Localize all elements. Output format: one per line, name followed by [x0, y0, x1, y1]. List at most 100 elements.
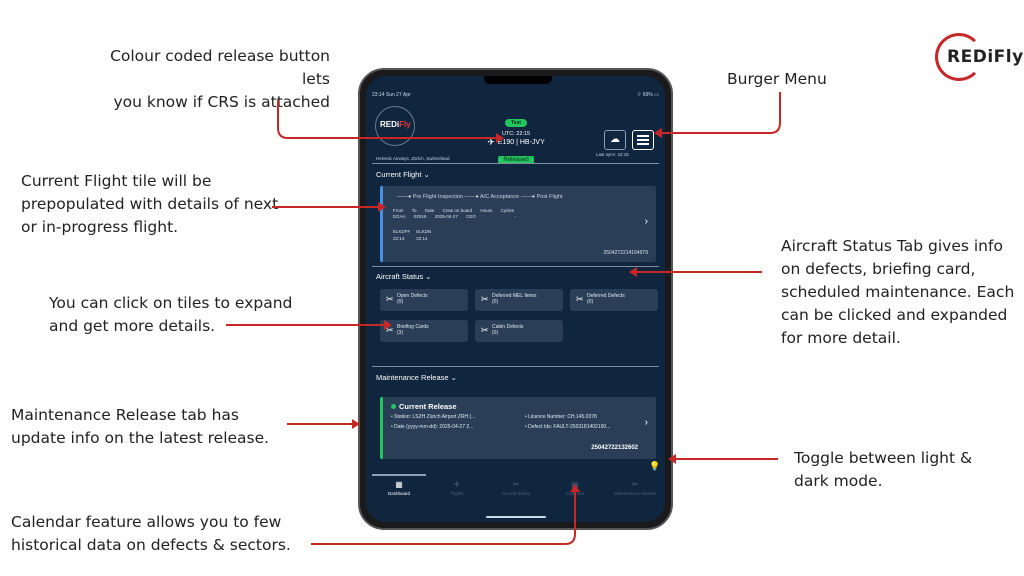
tab-label: Flights	[450, 491, 464, 496]
logo-text: REDiFly	[947, 47, 1024, 67]
tile-label: Briefing Cards	[397, 324, 429, 330]
release-date: • Date (yyyy-mm-dd): 2025-04-27 2...	[391, 424, 474, 430]
release-defect-ids: • Defect Ids: FAULT-2503181402190...	[525, 424, 611, 430]
release-title-text: Current Release	[399, 402, 457, 411]
aircraft-row: ✈ E190 | HB-JVY	[486, 137, 546, 148]
tile-cabin-defects[interactable]: ✂ Cabin Defects(0)	[475, 320, 563, 342]
tab-calendar[interactable]: ▤ Calendar	[545, 480, 605, 496]
flight-time: 22:14	[393, 236, 405, 241]
chevron-right-icon[interactable]: ›	[644, 216, 648, 227]
callout-burger-menu: Burger Menu	[727, 70, 827, 88]
tile-deferred-defects[interactable]: ✂ Deferred Defects(0)	[570, 289, 658, 311]
release-id: 25042722132602	[591, 445, 638, 451]
maintenance-release-toggle[interactable]: Maintenance Release ⌄	[376, 373, 457, 382]
callout-maintenance-release: Maintenance Release tab has update info …	[11, 404, 269, 450]
tab-flights[interactable]: ✈ Flights	[427, 480, 487, 496]
tab-label: Calendar	[565, 491, 585, 496]
flight-id: 2504272214164979	[603, 250, 649, 256]
callout-current-flight: Current Flight tile will be prepopulated…	[21, 170, 278, 239]
tools-icon: ✂	[386, 294, 394, 304]
aircraft-status-toggle[interactable]: Aircraft Status ⌄	[376, 272, 432, 281]
tile-label-group: Cabin Defects(0)	[492, 324, 523, 336]
callout-line: dark mode.	[794, 472, 883, 490]
burger-menu-button[interactable]	[632, 130, 654, 150]
tab-label: Aircraft Status	[501, 491, 531, 496]
tile-count: (0)	[492, 330, 499, 336]
value-from: EGAA	[393, 214, 406, 219]
tile-count: (0)	[587, 299, 594, 305]
tile-count: (0)	[492, 299, 499, 305]
callout-line: Toggle between light &	[794, 449, 973, 467]
callout-line: You can click on tiles to expand	[49, 294, 293, 312]
current-flight-toggle[interactable]: Current Flight ⌄	[376, 170, 430, 179]
camera-notch	[484, 76, 552, 84]
flight-phases: ——● Pre Flight Inspection ——● A/C Accept…	[397, 194, 563, 200]
tab-label: Maintenance release	[614, 491, 656, 496]
tab-label: Dashboard	[387, 491, 410, 496]
callout-aircraft-status: Aircraft Status Tab gives info on defect…	[781, 235, 1014, 350]
tile-label-group: Briefing Cards(3)	[397, 324, 429, 336]
flight-code: ELKDFF	[393, 229, 411, 234]
tab-maintenance-release[interactable]: ✂ Maintenance release	[605, 480, 665, 496]
flight-legs: ELKDFF ELKDN 22:14 22:14	[393, 228, 438, 242]
callout-release-button: Colour coded release button lets you kno…	[82, 45, 330, 114]
home-indicator	[486, 516, 546, 518]
tab-aircraft-status[interactable]: ✂ Aircraft Status	[486, 480, 546, 496]
current-release-tile[interactable]: Current Release • Station: LSZH Zürich A…	[380, 397, 656, 459]
logo-ring	[935, 33, 983, 81]
tools-icon: ✂	[386, 325, 394, 335]
tools-icon: ✂	[481, 325, 489, 335]
dashboard-icon: ▦	[395, 480, 403, 489]
status-dot	[391, 404, 396, 409]
active-tab-indicator	[372, 474, 426, 476]
tablet-device: 23:14 Sun 27 Apr ⌔ 69% ▭ REDiFly Helveti…	[358, 68, 673, 530]
plane-icon: ✈	[487, 137, 495, 147]
divider	[372, 366, 659, 367]
callout-line: Colour coded release button lets	[110, 47, 330, 88]
callout-line: historical data on defects & sectors.	[11, 536, 291, 554]
release-status-button[interactable]: Released	[498, 156, 534, 164]
callout-line: and get more details.	[49, 317, 216, 335]
header-crew: Crew on board	[442, 208, 473, 213]
callout-line: update info on the latest release.	[11, 429, 270, 447]
callout-line: prepopulated with details of next	[21, 195, 279, 213]
divider	[372, 163, 659, 164]
app-logo-text: REDiFly	[380, 120, 411, 129]
callout-line: can be clicked and expanded	[781, 306, 1008, 324]
tile-open-defects[interactable]: ✂ Open Defects(0)	[380, 289, 468, 311]
callout-line: Aircraft Status Tab gives info	[781, 237, 1003, 255]
tile-label: Deferred Defects	[587, 293, 625, 299]
callout-line: you know if CRS is attached	[113, 93, 330, 111]
tile-deferred-mel-items[interactable]: ✂ Deferred MEL Items(0)	[475, 289, 563, 311]
chevron-right-icon[interactable]: ›	[644, 417, 648, 428]
tile-count: (3)	[397, 330, 404, 336]
header-to: To	[411, 208, 417, 213]
tab-dashboard[interactable]: ▦ Dashboard	[369, 480, 429, 496]
environment-badge: Test	[505, 119, 527, 127]
callout-line: on defects, briefing card,	[781, 260, 976, 278]
flight-headers: From To Date Crew on board Hours Cycles	[393, 207, 521, 214]
tools-icon: ✂	[512, 480, 520, 489]
aircraft-registration: E190 | HB-JVY	[497, 139, 545, 146]
callout-toggle-mode: Toggle between light & dark mode.	[794, 447, 972, 493]
app-screen: 23:14 Sun 27 Apr ⌔ 69% ▭ REDiFly Helveti…	[366, 76, 665, 522]
status-bar: 23:14 Sun 27 Apr ⌔ 69% ▭	[372, 92, 659, 100]
theme-toggle-icon[interactable]: 💡	[649, 461, 661, 471]
cloud-icon: ☁	[610, 134, 620, 145]
header-from: From	[393, 208, 404, 213]
header-cycles: Cycles	[500, 208, 515, 213]
status-time: 23:14 Sun 27 Apr	[372, 92, 411, 98]
callout-line: scheduled maintenance. Each	[781, 283, 1015, 301]
current-flight-tile[interactable]: ——● Pre Flight Inspection ——● A/C Accept…	[380, 186, 656, 262]
cloud-sync-button[interactable]: ☁	[604, 130, 626, 150]
value-to: EGNS	[413, 214, 427, 219]
tools-icon: ✂	[576, 294, 584, 304]
release-title: Current Release	[391, 402, 457, 411]
divider	[372, 266, 659, 267]
callout-line: Current Flight tile will be	[21, 172, 212, 190]
flight-values: EGAA EGNS 2025-04-27 CEO -	[393, 214, 523, 219]
status-indicators: ⌔ 69% ▭	[636, 92, 659, 98]
tile-label-group: Open Defects(0)	[397, 293, 428, 305]
tile-briefing-cards[interactable]: ✂ Briefing Cards(3)	[380, 320, 468, 342]
callout-line: Maintenance Release tab has	[11, 406, 239, 424]
